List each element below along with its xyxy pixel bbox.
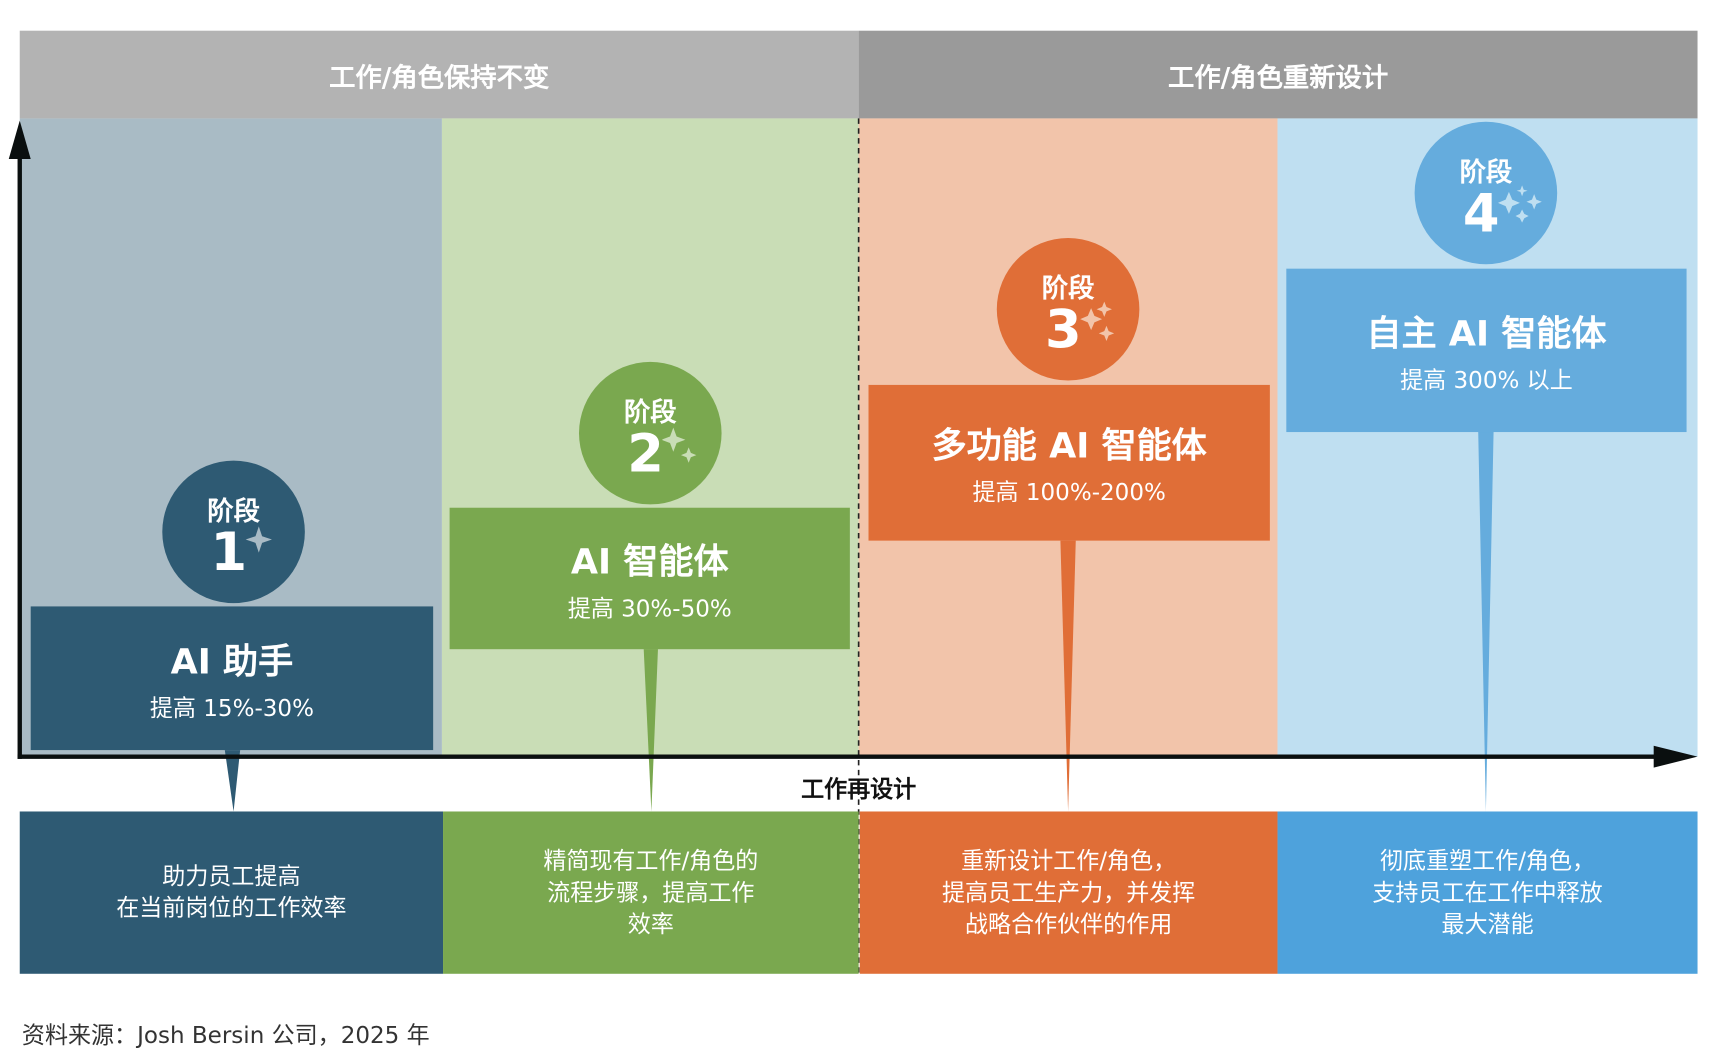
stage-2-subtitle: 提高 30%-50% (567, 594, 732, 622)
stage-1-title: AI 助手 (170, 639, 294, 682)
sparkles-icon (1497, 185, 1542, 223)
header-unchanged: 工作/角色保持不变 (19, 30, 859, 119)
stage-4-pointer (1478, 432, 1494, 812)
sparkle-icon (245, 526, 272, 553)
source-note: 资料来源：Josh Bersin 公司，2025 年 (21, 1022, 430, 1049)
x-axis-label: 工作再设计 (801, 776, 917, 803)
stage-number: 1 (210, 521, 248, 584)
stage-label: 阶段 (623, 396, 677, 428)
stage-4-box: 自主 AI 智能体 提高 300% 以上 (1286, 268, 1687, 433)
y-axis-arrow-icon (8, 120, 31, 160)
x-axis-arrow-icon (1653, 745, 1698, 768)
stage-1-badge: 阶段 1 (162, 460, 305, 604)
stage-2-badge: 阶段 2 (579, 361, 722, 505)
stage-number: 2 (627, 423, 664, 485)
stage-1-subtitle: 提高 15%-30% (149, 694, 314, 722)
stage-3-badge: 阶段 3 (996, 237, 1140, 381)
stage-1-description: 助力员工提高 在当前岗位的工作效率 (19, 811, 444, 974)
stage-4-badge: 阶段 4 (1414, 121, 1558, 265)
stage-3-title: 多功能 AI 智能体 (931, 424, 1207, 467)
stage-4-subtitle: 提高 300% 以上 (1400, 366, 1573, 394)
stage-label: 阶段 (207, 495, 260, 527)
stage-3-pointer (1060, 540, 1076, 812)
stage-label: 阶段 (1041, 273, 1095, 304)
stage-2-box: AI 智能体 提高 30%-50% (449, 507, 850, 650)
stage-1-pointer (224, 750, 241, 812)
sparkles-icon (662, 427, 697, 463)
stage-3-subtitle: 提高 100%-200% (972, 479, 1166, 506)
sparkles-icon (1080, 301, 1115, 342)
stage-2-title: AI 智能体 (570, 540, 729, 582)
stage-4-description: 彻底重塑工作/角色， 支持员工在工作中释放 最大潜能 (1277, 811, 1698, 974)
header-redesign: 工作/角色重新设计 (858, 30, 1698, 119)
stage-1-box: AI 助手 提高 15%-30% (30, 606, 434, 751)
stage-number: 4 (1462, 183, 1500, 245)
stage-3-box: 多功能 AI 智能体 提高 100%-200% (868, 384, 1270, 541)
stage-number: 3 (1045, 299, 1082, 361)
stage-4-title: 自主 AI 智能体 (1366, 311, 1607, 354)
stage-2-description: 精简现有工作/角色的 流程步骤，提高工作 效率 (443, 811, 859, 974)
stage-label: 阶段 (1459, 156, 1513, 188)
stage-2-pointer (643, 649, 658, 812)
stage-3-description: 重新设计工作/角色， 提高员工生产力，并发挥 战略合作伙伴的作用 (859, 811, 1278, 974)
